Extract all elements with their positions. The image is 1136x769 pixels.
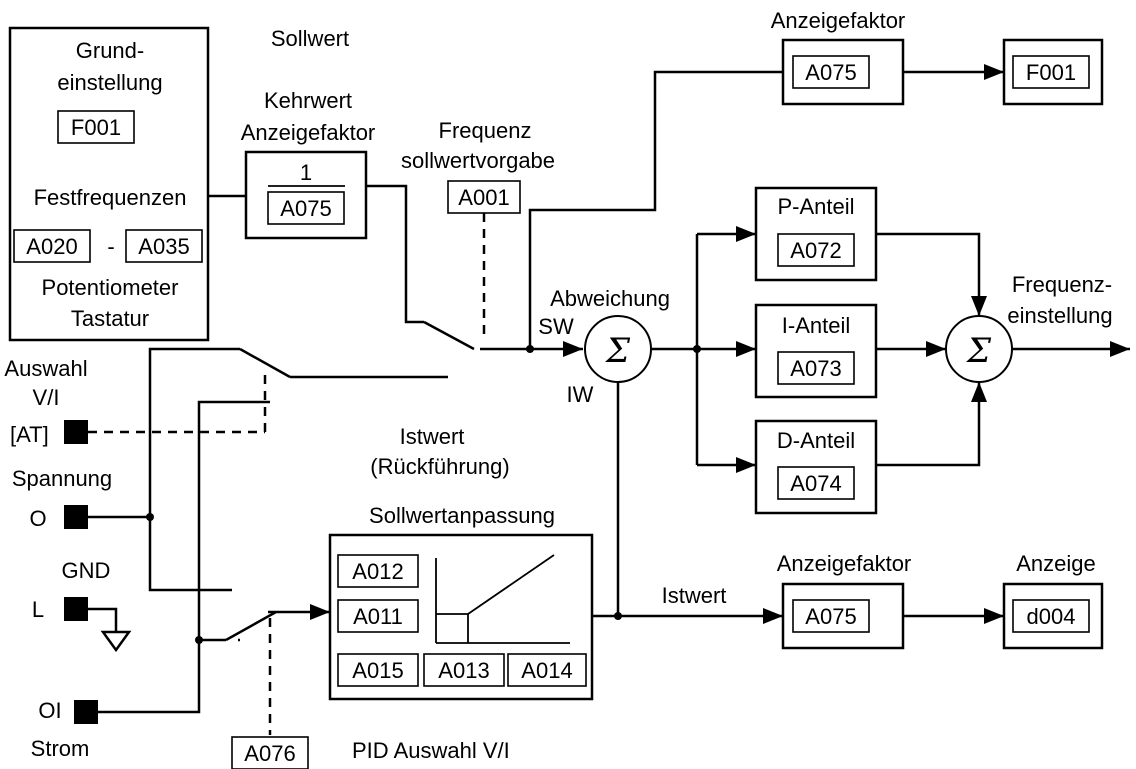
- reciprocal-param-a075: A075: [280, 196, 331, 221]
- feedback-title-line1: Istwert: [400, 424, 465, 449]
- voltage-terminal-label: O: [29, 506, 46, 531]
- pid-select-label: PID Auswahl V/I: [352, 738, 510, 763]
- fixed-frequencies-label: Festfrequenzen: [34, 185, 187, 210]
- param-a074: A074: [790, 471, 841, 496]
- sum-symbol-2: Σ: [965, 331, 992, 371]
- error-label-line2: SW: [538, 314, 574, 339]
- feedback-wiring: [592, 382, 1004, 624]
- scaling-graph: [435, 554, 570, 644]
- param-a014: A014: [521, 658, 572, 683]
- param-a072: A072: [790, 238, 841, 263]
- freq-source-line2: sollwertvorgabe: [401, 148, 555, 173]
- ground-label: GND: [62, 558, 111, 583]
- feedback-title-line2: (Rückführung): [370, 454, 509, 479]
- param-a011: A011: [353, 604, 403, 629]
- reciprocal-numerator: 1: [300, 160, 312, 185]
- scaling-title: Sollwertanpassung: [369, 503, 555, 528]
- param-a001: A001: [458, 185, 509, 210]
- voltage-terminal-block: [64, 505, 88, 529]
- output-label-line2: einstellung: [1007, 303, 1112, 328]
- top-display-factor-title: Anzeigefaktor: [771, 8, 906, 33]
- current-terminal-block: [74, 700, 98, 724]
- select-vi-line1: Auswahl: [4, 356, 87, 381]
- param-a012: A012: [352, 559, 403, 584]
- potentiometer-label: Potentiometer: [42, 275, 179, 300]
- top-param-a075: A075: [805, 60, 856, 85]
- vi-selector-switch: [148, 347, 448, 640]
- param-a015: A015: [352, 658, 403, 683]
- voltage-label: Spannung: [12, 466, 112, 491]
- output-summing-junction: Σ: [945, 315, 1013, 383]
- param-a013: A013: [438, 658, 489, 683]
- feedback-short-label: IW: [567, 382, 594, 407]
- pid-branches: P-Anteil A072 I-Anteil A073 D-Anteil A07…: [651, 186, 987, 515]
- select-vi-line2: V/I: [33, 385, 60, 410]
- range-dash: -: [107, 234, 114, 259]
- sollwert-label: Sollwert: [271, 26, 349, 51]
- at-terminal-label: [AT]: [10, 422, 49, 447]
- param-a076: A076: [244, 741, 295, 766]
- param-a073: A073: [790, 356, 841, 381]
- current-terminal-label: OI: [38, 698, 61, 723]
- bottom-factor-title: Anzeigefaktor: [777, 551, 912, 576]
- bottom-param-a075: A075: [805, 604, 856, 629]
- error-summing-junction: Σ: [584, 315, 652, 383]
- d-term-label: D-Anteil: [777, 428, 855, 453]
- at-terminal-block: [64, 420, 88, 444]
- param-d004: d004: [1027, 604, 1076, 629]
- top-param-f001: F001: [1026, 60, 1076, 85]
- setpoint-title-line1: Grund-: [76, 38, 144, 63]
- param-a035: A035: [138, 234, 189, 259]
- output-label-line1: Frequenz-: [1012, 272, 1112, 297]
- reciprocal-title-line1: Kehrwert: [264, 88, 352, 113]
- param-f001-base: F001: [71, 115, 121, 140]
- setpoint-title-line2: einstellung: [57, 70, 162, 95]
- feedback-line-label: Istwert: [662, 583, 727, 608]
- i-term-label: I-Anteil: [782, 313, 850, 338]
- param-a020: A020: [26, 234, 77, 259]
- freq-source-line1: Frequenz: [439, 118, 532, 143]
- setpoint-wiring: [208, 64, 1004, 357]
- display-title: Anzeige: [1016, 551, 1096, 576]
- reciprocal-title-line2: Anzeigefaktor: [241, 120, 376, 145]
- sum-symbol-1: Σ: [604, 331, 631, 371]
- ground-symbol: [100, 630, 132, 653]
- ground-terminal-block: [64, 597, 88, 621]
- ground-terminal-label: L: [32, 597, 44, 622]
- keypad-label: Tastatur: [71, 306, 149, 331]
- error-label-line1: Abweichung: [550, 286, 670, 311]
- setpoint-source-block: Grund- einstellung F001 Festfrequenzen A…: [8, 26, 210, 342]
- reciprocal-factor-block: Kehrwert Anzeigefaktor 1 A075: [241, 88, 376, 240]
- pid-feedback-switch: [199, 604, 330, 735]
- current-label: Strom: [31, 736, 90, 761]
- p-term-label: P-Anteil: [777, 194, 854, 219]
